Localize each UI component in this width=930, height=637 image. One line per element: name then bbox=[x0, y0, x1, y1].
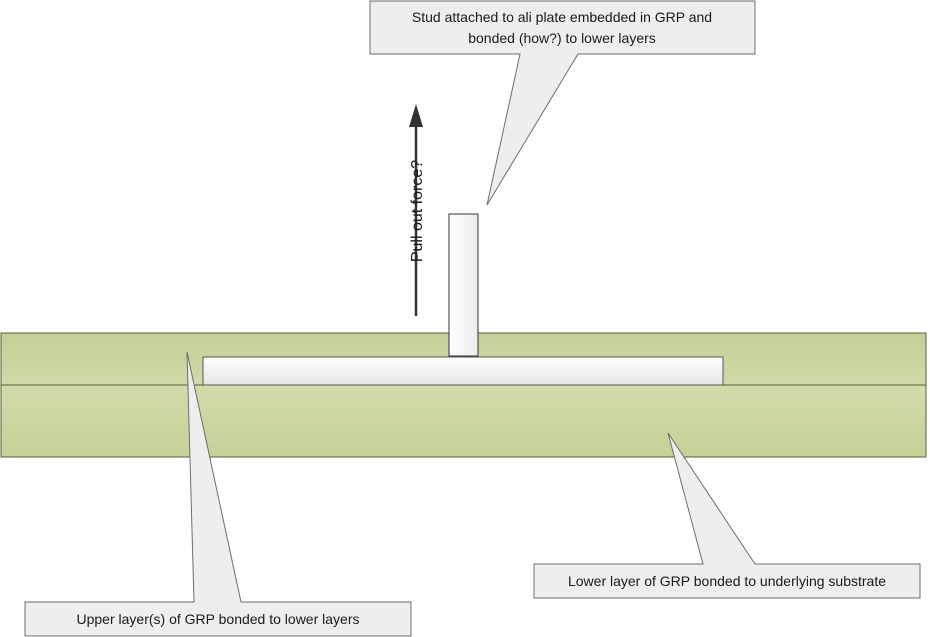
pull-out-force-arrow bbox=[409, 104, 423, 316]
upper-layer-callout-text: Upper layer(s) of GRP bonded to lower la… bbox=[77, 611, 360, 627]
stud-callout: Stud attached to ali plate embedded in G… bbox=[369, 0, 756, 206]
lower-grp-layer bbox=[0, 384, 927, 458]
ali-plate bbox=[202, 356, 724, 386]
stud bbox=[448, 213, 479, 357]
pull-out-force-label: Pull out force? bbox=[409, 160, 426, 262]
lower-layer-callout: Lower layer of GRP bonded to underlying … bbox=[533, 432, 921, 599]
stud-callout-line2: bonded (how?) to lower layers bbox=[468, 30, 656, 46]
stud-callout-line1: Stud attached to ali plate embedded in G… bbox=[412, 9, 712, 25]
upper-layer-callout: Upper layer(s) of GRP bonded to lower la… bbox=[24, 351, 412, 637]
lower-layer-callout-text: Lower layer of GRP bonded to underlying … bbox=[568, 573, 886, 589]
